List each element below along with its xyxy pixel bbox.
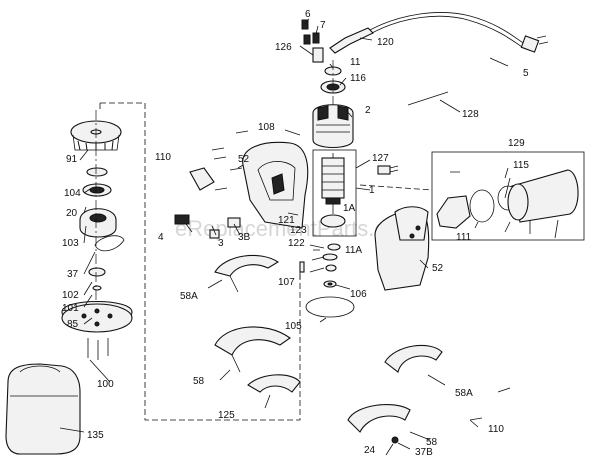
label-110-upper: 110 [155, 152, 171, 163]
label-52-left: 52 [238, 154, 250, 165]
label-107: 107 [278, 277, 295, 288]
screws-upper [174, 130, 305, 273]
label-120: 120 [377, 37, 394, 48]
label-123: 123 [290, 225, 307, 236]
power-cord-group [301, 12, 549, 63]
label-106: 106 [350, 289, 367, 300]
label-5: 5 [523, 68, 529, 79]
motor-group [312, 60, 357, 288]
label-116: 116 [350, 73, 366, 84]
shroud-group [214, 151, 585, 444]
label-102: 102 [62, 290, 79, 301]
label-58-lower: 58 [426, 437, 438, 448]
label-135: 135 [87, 430, 104, 441]
label-2: 2 [365, 105, 371, 116]
pad-assembly-group [61, 110, 133, 360]
label-103: 103 [62, 238, 79, 249]
label-1: 1 [369, 185, 375, 196]
label-3b: 3B [238, 232, 251, 243]
label-37: 37 [67, 269, 79, 280]
label-126: 126 [275, 42, 292, 53]
label-3: 3 [218, 238, 224, 249]
label-122: 122 [288, 238, 305, 249]
label-111: 111 [456, 232, 472, 243]
label-105: 105 [285, 321, 302, 332]
label-52-right: 52 [432, 263, 444, 274]
carry-case [5, 363, 81, 455]
label-4: 4 [158, 232, 164, 243]
label-20: 20 [66, 208, 78, 219]
label-37b: 37B [415, 447, 433, 458]
label-11a: 11A [345, 245, 362, 256]
label-11: 11 [350, 57, 361, 68]
label-115: 115 [513, 160, 529, 171]
label-121: 121 [278, 215, 295, 226]
label-7: 7 [320, 20, 326, 31]
housing-group [242, 141, 430, 291]
label-1a: 1A [343, 203, 356, 214]
label-108: 108 [258, 122, 275, 133]
label-58a-upper: 58A [180, 291, 198, 302]
part-labels: 6 7 126 120 11 116 5 2 128 108 110 1 127… [62, 9, 529, 458]
label-104: 104 [64, 188, 81, 199]
label-85: 85 [67, 319, 79, 330]
label-128: 128 [462, 109, 479, 120]
label-101: 101 [62, 303, 79, 314]
label-127: 127 [372, 153, 389, 164]
label-6: 6 [305, 9, 311, 20]
label-58a-lower: 58A [455, 388, 473, 399]
label-100: 100 [97, 379, 114, 390]
label-24: 24 [364, 445, 376, 456]
label-125: 125 [218, 410, 235, 421]
label-110-lower: 110 [488, 424, 504, 435]
label-129: 129 [508, 138, 525, 149]
label-58-middle: 58 [193, 376, 205, 387]
leader-lines [59, 18, 559, 456]
small-parts-right [359, 91, 449, 191]
assembly-boundary [99, 102, 301, 421]
label-91: 91 [66, 154, 78, 165]
